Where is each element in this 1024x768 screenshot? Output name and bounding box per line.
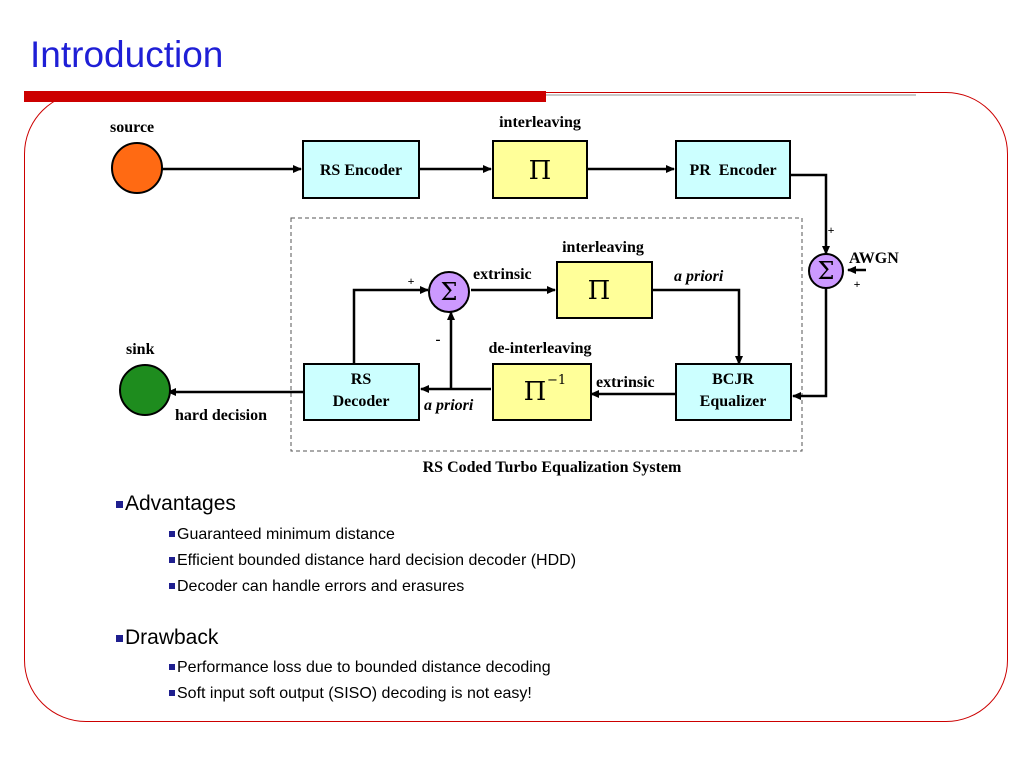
rs-decoder-block (303, 363, 420, 421)
pi-symbol-inner: Π (588, 276, 611, 306)
receiver-dashed-box (290, 217, 803, 452)
advantage-item: Guaranteed minimum distance (169, 526, 395, 544)
channel-sigma-symbol: Σ (818, 257, 835, 285)
bcjr-equalizer-block (675, 363, 792, 421)
bullet-square-icon (116, 635, 123, 642)
a-priori-label-bottom: a priori (424, 397, 474, 414)
interleaving-label-inner: interleaving (562, 239, 644, 256)
awgn-label: AWGN (849, 250, 899, 267)
bullet-square-icon (169, 557, 175, 563)
channel-plus-top: + (828, 223, 835, 237)
rs-encoder-label: RS Encoder (320, 162, 402, 179)
title-divider-line (546, 94, 916, 96)
receiver-minus-sign: - (436, 332, 441, 348)
arrow-sum-to-bcjr (792, 287, 828, 400)
hard-decision-label: hard decision (175, 407, 267, 424)
bcjr-label-line2: Equalizer (700, 393, 767, 410)
pi-inverse-symbol: Π (524, 377, 547, 407)
extrinsic-label-top: extrinsic (473, 266, 532, 283)
arrow-interleaver-to-bcjr (652, 288, 743, 365)
a-priori-label-top: a priori (674, 268, 724, 285)
advantage-item: Efficient bounded distance hard decision… (169, 552, 576, 570)
drawback-item: Performance loss due to bounded distance… (169, 659, 551, 677)
sink-label: sink (126, 341, 155, 358)
content-frame (24, 92, 1008, 722)
pi-inverse-superscript: −1 (547, 373, 566, 388)
advantage-item: Decoder can handle errors and erasures (169, 578, 464, 596)
pr-encoder-label: PR Encoder (689, 162, 776, 179)
deinterleaving-label: de-interleaving (488, 340, 591, 357)
receiver-sigma-symbol: Σ (441, 278, 458, 306)
arrow-rs-decoder-to-sum (352, 286, 429, 364)
title-accent-bar (24, 91, 546, 102)
deinterleaver-block (492, 363, 592, 421)
arrow-pr-encoder-to-sum (790, 173, 830, 255)
receiver-sum-node (428, 271, 470, 313)
interleaver-block-inner (556, 261, 653, 319)
drawback-heading: Drawback (116, 626, 218, 650)
diagram-caption: RS Coded Turbo Equalization System (423, 459, 682, 476)
interleaving-label-top: interleaving (499, 114, 581, 131)
slide-title: Introduction (30, 34, 224, 75)
interleaver-block-top (492, 140, 588, 199)
pr-encoder-block (675, 140, 791, 199)
bullet-square-icon (116, 501, 123, 508)
rs-decoder-label-line1: RS (351, 371, 372, 388)
sink-node (119, 364, 171, 416)
extrinsic-label-right: extrinsic (596, 374, 655, 391)
bullet-square-icon (169, 690, 175, 696)
source-label: source (110, 119, 154, 136)
rs-encoder-block (302, 140, 420, 199)
bullet-square-icon (169, 583, 175, 589)
rs-decoder-label-line2: Decoder (333, 393, 390, 410)
pi-symbol-top: Π (529, 156, 552, 186)
channel-plus-right: + (854, 277, 861, 291)
advantages-heading: Advantages (116, 492, 236, 516)
channel-sum-node (808, 253, 844, 289)
bullet-square-icon (169, 531, 175, 537)
bcjr-label-line1: BCJR (712, 371, 754, 388)
bullet-square-icon (169, 664, 175, 670)
drawback-item: Soft input soft output (SISO) decoding i… (169, 685, 532, 703)
source-node (111, 142, 163, 194)
receiver-plus-sign: + (408, 274, 415, 288)
